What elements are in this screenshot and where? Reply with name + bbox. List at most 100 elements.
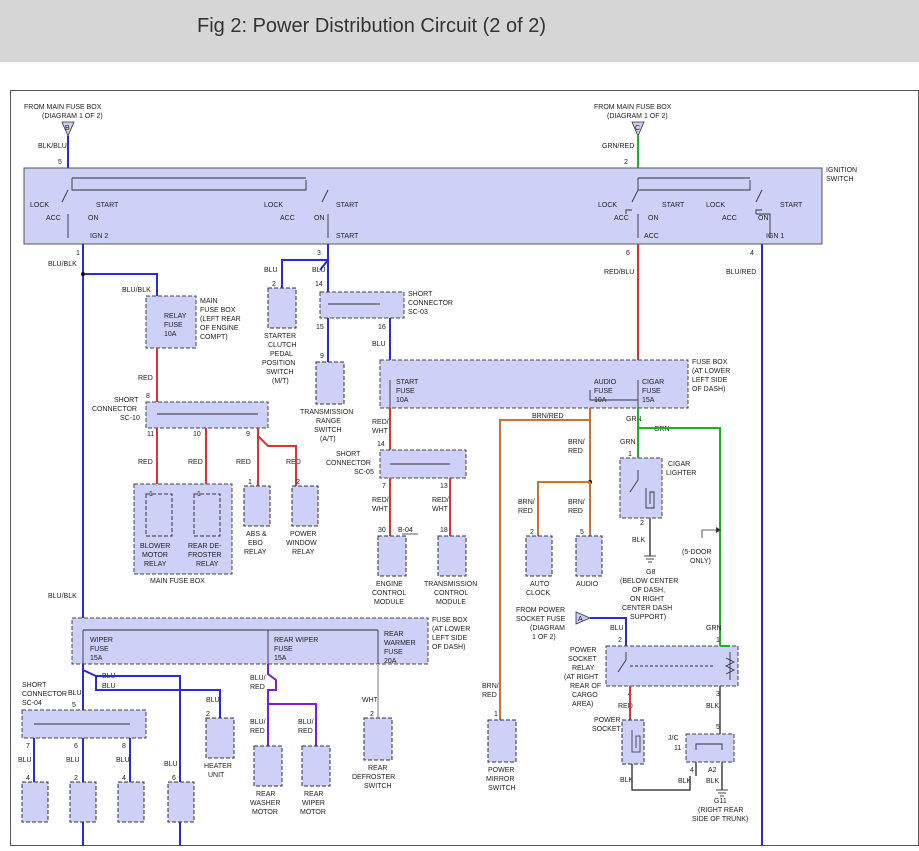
label-text: POWER (594, 717, 620, 724)
label-acc: ACC (46, 215, 61, 222)
label-text: RELAY (196, 561, 219, 568)
label-start: START (780, 202, 803, 209)
fuse-box-lower-labels: FUSE BOX (AT LOWER LEFT SIDE OF DASH) WI… (90, 617, 470, 665)
label-text: RANGE (316, 418, 341, 425)
pin-label: 5 (72, 702, 76, 709)
label-text: MOTOR (252, 809, 278, 816)
ground-symbol-g11 (716, 789, 728, 797)
power-window-relay (291, 485, 319, 527)
pin-label: 1 (76, 250, 80, 257)
figure-title: Fig 2: Power Distribution Circuit (2 of … (197, 15, 547, 37)
label-text: CONTROL (372, 590, 406, 597)
label-text: TRANSMISSION (424, 581, 477, 588)
pin-label: 7 (26, 743, 30, 750)
label-text: AUDIO (576, 581, 599, 588)
fuse-box-upper-labels: FUSE BOX (AT LOWER LEFT SIDE OF DASH) ST… (396, 359, 730, 404)
label-text: SWITCH (826, 176, 854, 183)
sc05-labels: SHORT CONNECTOR SC-05 7 13 RED/ WHT RED/… (326, 451, 449, 534)
wire-label: RED (298, 728, 313, 735)
wire-label: RED/ (372, 419, 389, 426)
label-text: TRANSMISSION (300, 409, 353, 416)
label-text: MIRROR (486, 776, 514, 783)
relay-fuse-box (145, 295, 197, 349)
label-text: POSITION (262, 360, 295, 367)
label-text: FUSE (396, 388, 415, 395)
pin-label: 2 (624, 159, 628, 166)
rear-defroster-relay (193, 493, 221, 537)
audio-clock-labels: BRN/ RED BRN/ RED 2 5 AUTO CLOCK AUDIO (518, 499, 599, 597)
power-mirror-switch (487, 719, 517, 763)
pin-label: 1 (716, 637, 720, 644)
label-text: SOCKET (592, 726, 622, 733)
pin-label: 10 (193, 431, 201, 438)
pin-label: 1 (494, 711, 498, 718)
label-text: CONNECTOR (22, 691, 67, 698)
label-text: (M/T) (272, 378, 289, 385)
pin-label: 4 (690, 767, 694, 774)
pin-label: 1 (149, 491, 153, 498)
pin-label: 8 (122, 743, 126, 750)
label-text: AREA) (572, 701, 593, 708)
label-text: 10A (396, 397, 409, 404)
bottom-row-components (21, 781, 195, 823)
component-bottom-1 (21, 781, 49, 823)
wire-label: RED (188, 459, 203, 466)
label-on: ON (88, 215, 99, 222)
connector-label: B-04 (398, 527, 413, 534)
pin-label: 11 (674, 745, 681, 752)
pin-label: 2 (74, 775, 78, 782)
pin-label: 1 (197, 491, 201, 498)
pin-label: 2 (640, 520, 644, 527)
label-text: START (396, 379, 419, 386)
label-text: SWITCH (314, 427, 342, 434)
power-socket-relay-labels: POWER SOCKET RELAY (AT RIGHT REAR OF CAR… (564, 647, 748, 823)
short-connector-sc03 (319, 291, 405, 319)
label-text: WARMER (384, 640, 416, 647)
component-bottom-3 (117, 781, 145, 823)
label-text: (LEFT REAR (200, 316, 241, 323)
sc04-labels: SHORT CONNECTOR SC-04 5 7 6 8 BLU BLU BL… (18, 682, 178, 782)
label-text: (A/T) (320, 436, 336, 443)
wire-label-grn-red: GRN/RED (602, 143, 634, 150)
pin-label: 2 (272, 281, 276, 288)
label-text: FUSE (384, 649, 403, 656)
wire-label: RED (518, 508, 533, 515)
rear-defroster-switch (363, 717, 393, 761)
pin-label: 3 (317, 250, 321, 257)
label-text: CONNECTOR (326, 460, 371, 467)
label-text: ON RIGHT (630, 596, 665, 603)
label-acc: ACC (280, 215, 295, 222)
label-text: REAR WIPER (274, 637, 318, 644)
label-lock: LOCK (30, 202, 49, 209)
pin-label: 6 (626, 250, 630, 257)
wire-label: RED (568, 448, 583, 455)
label-diagram-1-of-2: (DIAGRAM 1 OF 2) (42, 113, 103, 120)
wire-label: GRN (706, 625, 722, 632)
label-text: FUSE BOX (692, 359, 728, 366)
label-text: (DIAGRAM (530, 625, 565, 632)
label-start: START (662, 202, 685, 209)
pin-label: 16 (378, 324, 386, 331)
label-text: SC-03 (408, 309, 428, 316)
wire-label: BRN/ (568, 439, 585, 446)
wire-label-red-blu: RED/BLU (604, 269, 634, 276)
connector-c-label: C (635, 125, 640, 132)
wire-label: BLU (102, 683, 116, 690)
junction-connector (685, 733, 735, 763)
pin-label: 5 (58, 159, 62, 166)
wire-label: GRN (626, 416, 642, 423)
label-text: AUTO (530, 581, 550, 588)
wire-label: WHT (362, 697, 379, 704)
label-text: SUPPORT) (630, 614, 666, 621)
pin-label: A2 (708, 767, 717, 774)
wire-brn-red-to-mirror (499, 408, 591, 720)
auto-clock (525, 535, 553, 577)
label-text: FUSE BOX (432, 617, 468, 624)
label-on: ON (314, 215, 325, 222)
label-text: OF DASH) (432, 644, 465, 651)
component-bottom-4 (167, 781, 195, 823)
pin-label: 2 (530, 529, 534, 536)
label-diagram-1-of-2: (DIAGRAM 1 OF 2) (607, 113, 668, 120)
short-connector-sc10 (145, 401, 269, 429)
power-socket-relay-symbol (617, 652, 736, 680)
